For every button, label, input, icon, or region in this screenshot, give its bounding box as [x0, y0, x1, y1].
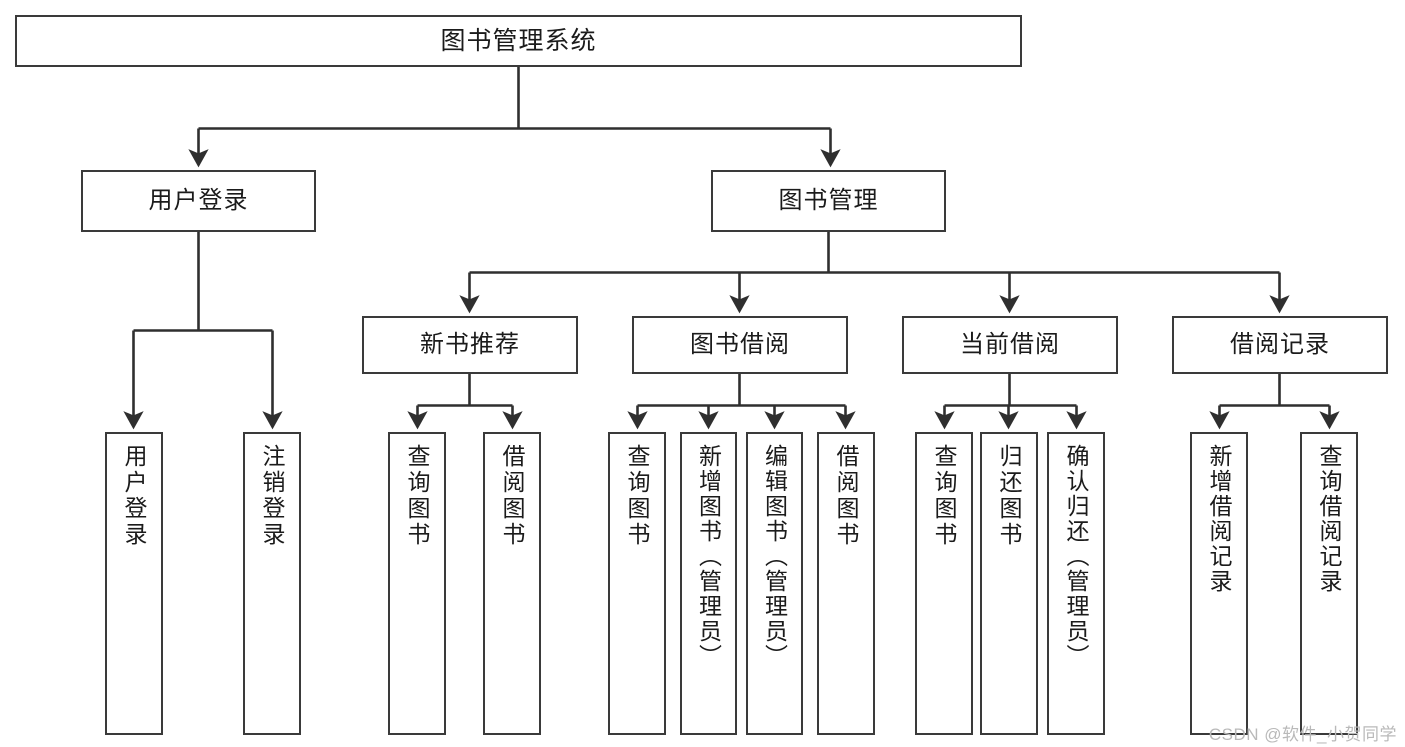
node-leaf-user-login[interactable]: 用户登录 — [105, 432, 163, 735]
node-leaf-return-book[interactable]: 归还图书 — [980, 432, 1038, 735]
node-leaf-borrow-book-new[interactable]: 借阅图书 — [483, 432, 541, 735]
node-label: 注销登录 — [259, 444, 286, 548]
node-label: 当前借阅 — [960, 330, 1060, 358]
node-label: 查询图书 — [404, 444, 431, 548]
node-borrow-record[interactable]: 借阅记录 — [1172, 316, 1388, 374]
node-user-login[interactable]: 用户登录 — [81, 170, 316, 232]
node-leaf-query-book-borrow[interactable]: 查询图书 — [608, 432, 666, 735]
node-label: 用户登录 — [148, 186, 249, 214]
node-label: 借阅图书 — [833, 444, 860, 548]
node-book-borrow[interactable]: 图书借阅 — [632, 316, 848, 374]
node-leaf-query-book-new[interactable]: 查询图书 — [388, 432, 446, 735]
node-leaf-edit-book-admin[interactable]: 编辑图书（管理员） — [746, 432, 803, 735]
node-label: 查询图书 — [624, 444, 651, 548]
node-current-borrow[interactable]: 当前借阅 — [902, 316, 1118, 374]
node-leaf-logout[interactable]: 注销登录 — [243, 432, 301, 735]
node-label: 新增图书（管理员） — [695, 444, 722, 669]
node-leaf-add-borrow-record[interactable]: 新增借阅记录 — [1190, 432, 1248, 735]
node-leaf-query-book-current[interactable]: 查询图书 — [915, 432, 973, 735]
node-root-book-management-system[interactable]: 图书管理系统 — [15, 15, 1022, 67]
node-leaf-borrow-book[interactable]: 借阅图书 — [817, 432, 875, 735]
node-label: 图书借阅 — [690, 330, 790, 358]
node-book-management[interactable]: 图书管理 — [711, 170, 946, 232]
node-new-book-recommend[interactable]: 新书推荐 — [362, 316, 578, 374]
node-label: 借阅图书 — [499, 444, 526, 548]
node-label: 用户登录 — [121, 444, 148, 548]
node-label: 新增借阅记录 — [1206, 444, 1233, 594]
node-label: 归还图书 — [996, 444, 1023, 548]
node-leaf-query-borrow-record[interactable]: 查询借阅记录 — [1300, 432, 1358, 735]
node-label: 图书管理 — [778, 186, 879, 214]
node-label: 编辑图书（管理员） — [761, 444, 788, 669]
node-leaf-confirm-return-admin[interactable]: 确认归还（管理员） — [1047, 432, 1105, 735]
node-label: 图书管理系统 — [440, 27, 597, 55]
node-leaf-add-book-admin[interactable]: 新增图书（管理员） — [680, 432, 737, 735]
node-label: 查询借阅记录 — [1316, 444, 1343, 594]
node-label: 查询图书 — [931, 444, 958, 548]
node-label: 确认归还（管理员） — [1063, 444, 1090, 669]
node-label: 新书推荐 — [420, 330, 520, 358]
node-label: 借阅记录 — [1230, 330, 1330, 358]
